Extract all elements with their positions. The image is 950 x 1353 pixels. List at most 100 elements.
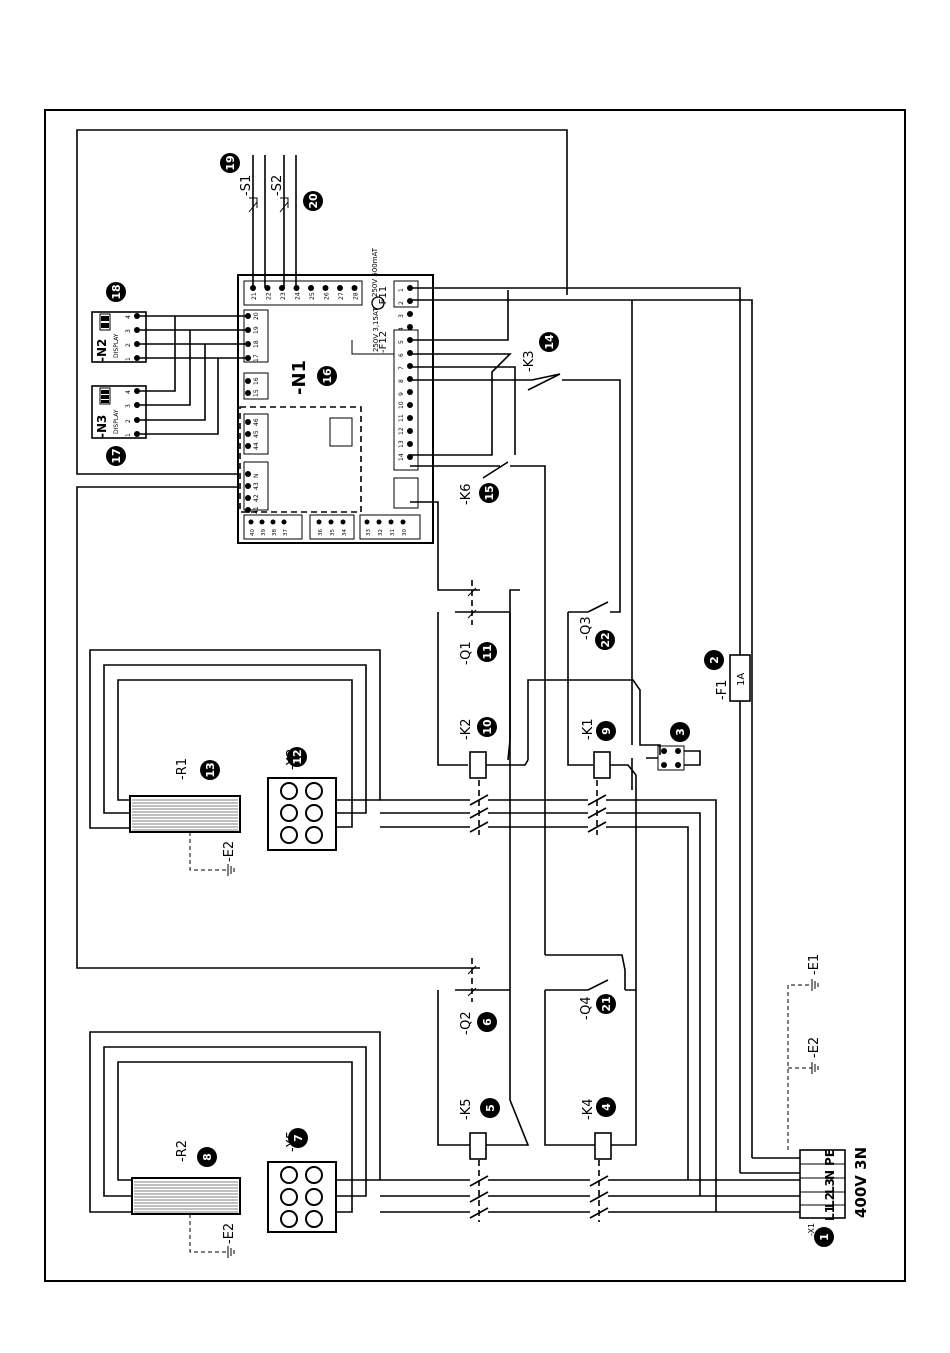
power-upper-wires [380, 799, 717, 1196]
badge-16: 16 [317, 366, 337, 386]
display-n3-type: DISPLAY [113, 409, 120, 434]
n1-left-pin-label: 15 [253, 389, 260, 397]
n1-left-pin-label: 17 [253, 354, 260, 362]
sensor-s1-label: -S1 [239, 175, 254, 196]
badge-10: 10 [477, 717, 497, 737]
n1-bottom-pin-label: 33 [366, 529, 372, 536]
badge-number: 5 [484, 1104, 497, 1112]
fuse-f11-rating: 250V 500mAT [371, 247, 379, 297]
display-n2-type: DISPLAY [113, 333, 120, 358]
n1-bottom-pin-label: 36 [318, 529, 324, 536]
n1-left-pin-dot [245, 471, 251, 477]
sensor-s1-wires [252, 155, 266, 288]
badge-number: 19 [224, 155, 237, 170]
terminal-x3 [267, 777, 337, 851]
n1-right-pin-label: 13 [398, 440, 405, 448]
n1-bottom-pin-label: 38 [272, 529, 278, 536]
fuse-f12-label: -F12 [378, 331, 389, 353]
n1-bottom-pin-dot [376, 519, 382, 525]
badge-number: 11 [481, 644, 494, 659]
badge-number: 10 [481, 719, 494, 735]
n1-right-pin-dot [407, 415, 413, 421]
supply-terminal-l1: L1 [823, 1205, 837, 1221]
n1-right-pin-label: 11 [398, 414, 405, 422]
n1-bottom-pin-dot [316, 519, 322, 525]
n1-right-pin-label: 5 [398, 340, 405, 344]
n1-bottom-pin-dot [270, 519, 276, 525]
badge-15: 15 [479, 483, 499, 503]
relay-k6-label: -K6 [459, 484, 474, 506]
q1-aux-contacts [437, 589, 510, 766]
n1-top-pin-label: 22 [266, 292, 273, 300]
n1-left-pin-dot [245, 378, 251, 384]
n1-bottom-pin-label: 37 [283, 529, 289, 536]
badge-12: 12 [287, 747, 307, 767]
n1-top-pin-label: 24 [295, 292, 302, 300]
relay-k3-contact [527, 373, 621, 598]
q2-feed [486, 612, 530, 1146]
supply-voltage: 400V 3N [852, 1147, 870, 1218]
display-pin-label: 3 [125, 404, 132, 408]
relay-k3-label: -K3 [522, 351, 537, 373]
n1-left-pin-label: 42 [253, 494, 260, 502]
n1-right-pin-dot [407, 402, 413, 408]
display-n3 [91, 385, 147, 439]
n1-out-wires [410, 290, 561, 591]
badge-number: 16 [321, 368, 334, 384]
display-pin-label: 1 [125, 433, 132, 437]
n1-bottom-pin-dot [281, 519, 287, 525]
badge-21: 21 [596, 994, 616, 1014]
earth-e1-label: -E1 [807, 954, 822, 975]
earth-e2-label: -E2 [807, 1037, 822, 1058]
supply-terminal-l2: L2 [823, 1192, 837, 1208]
badge-11: 11 [477, 642, 497, 662]
badge-18: 18 [106, 282, 126, 302]
n1-right-pin-dot [407, 363, 413, 369]
badge-number: 17 [110, 448, 123, 463]
display-pin-label: 4 [125, 390, 132, 394]
heater-r1-earth-label: -E2 [222, 841, 237, 862]
supply-designation: -X1 [807, 1223, 816, 1236]
contactor-k1-coil [593, 751, 611, 779]
n1-bottom-pin-dot [388, 519, 394, 525]
n1-bottom-pin-dot [400, 519, 406, 525]
n1-top-pin-label: 26 [324, 292, 331, 300]
n1-bottom-pin-dot [364, 519, 370, 525]
n1-left-pin-label: 44 [253, 442, 260, 450]
display-pin-label: 2 [125, 343, 132, 347]
heater-r2-earth [189, 1214, 228, 1253]
badge-number: 12 [291, 749, 304, 764]
badge-1: 1 [814, 1227, 834, 1247]
badge-number: 22 [599, 632, 612, 647]
heater-r1-hatch [132, 799, 238, 831]
badge-number: 3 [674, 728, 687, 736]
n1-right-pin-label: 7 [398, 366, 405, 370]
badge-5: 5 [480, 1098, 500, 1118]
n1-top-pin-label: 25 [309, 292, 316, 300]
n1-top-pin-dot [308, 285, 314, 291]
badge-17: 17 [106, 446, 126, 466]
badge-number: 4 [600, 1103, 613, 1111]
n1-right-pin-label: 8 [398, 379, 405, 383]
earth-wire [787, 984, 812, 1150]
contactor-k1-label: -K1 [581, 719, 596, 741]
n1-right-pin-label: 6 [398, 353, 405, 357]
n1-right-pin-dot [407, 389, 413, 395]
n1-top-pin-label: 27 [338, 292, 345, 300]
heater-r2-earth-label: -E2 [222, 1223, 237, 1244]
n1-left-pin-dot [245, 507, 251, 513]
n1-bottom-pin-label: 35 [330, 529, 336, 536]
q3-contact [567, 598, 621, 766]
q2-aux-contacts [437, 967, 510, 1146]
contactor-k2-wire [486, 759, 529, 766]
q4-contact [544, 954, 626, 1146]
n1-left-pin-label: 43 [253, 482, 260, 490]
badge-number: 6 [481, 1018, 494, 1026]
n1-top-pin-label: 28 [353, 292, 360, 300]
n1-top-pin-dot [351, 285, 358, 291]
n1-top-pin-dot [337, 285, 343, 291]
main-fuse-f1 [729, 654, 751, 702]
contactor-k5-label: -K5 [459, 1099, 474, 1121]
badge-22: 22 [595, 630, 615, 650]
